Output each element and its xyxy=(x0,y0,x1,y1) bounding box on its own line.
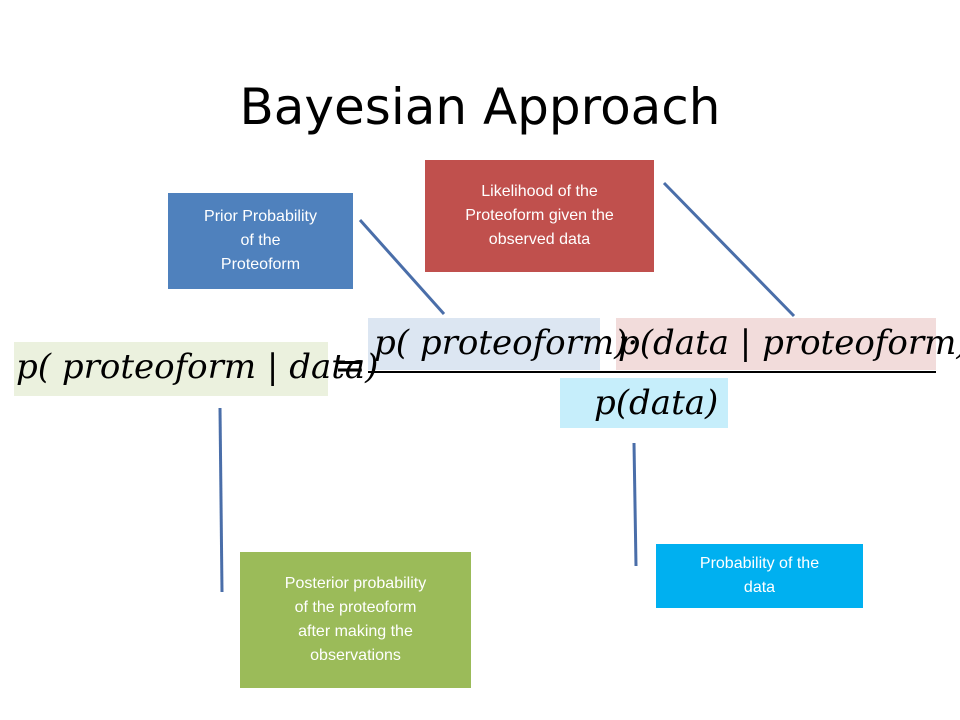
evidence-term-highlight xyxy=(560,378,728,428)
prior-callout-line: of the xyxy=(240,232,281,249)
slide-title: Bayesian Approach xyxy=(239,78,721,136)
equals-sign: = xyxy=(334,343,366,387)
likelihood-callout: Likelihood of the Proteoform given the o… xyxy=(425,160,654,272)
likelihood-term: p(data | proteoform) xyxy=(618,323,960,363)
likelihood-callout-line: observed data xyxy=(488,231,591,248)
posterior-callout-line: after making the xyxy=(298,623,413,640)
likelihood-connector xyxy=(662,181,796,318)
posterior-term-highlight xyxy=(14,342,328,396)
prior-term: p( proteoform)· xyxy=(374,323,639,363)
posterior-callout-line: observations xyxy=(310,647,401,664)
data-probability-callout: Probability of the data xyxy=(656,544,863,608)
prior-callout-line: Prior Probability xyxy=(204,208,317,225)
likelihood-term-highlight xyxy=(616,318,936,370)
posterior-connector xyxy=(218,407,224,593)
prior-connector xyxy=(358,219,446,315)
evidence-callout-line: Probability of the xyxy=(699,555,820,572)
prior-term-highlight xyxy=(368,318,600,370)
prior-probability-callout: Prior Probability of the Proteoform xyxy=(168,193,353,289)
posterior-term: p( proteoform | data) xyxy=(16,347,379,387)
prior-callout-line: Proteoform xyxy=(220,256,301,273)
fraction-bar xyxy=(368,371,936,373)
likelihood-callout-line: Proteoform given the xyxy=(465,207,614,224)
evidence-connector xyxy=(632,442,638,567)
posterior-callout-line: of the proteoform xyxy=(294,599,417,616)
posterior-probability-callout: Posterior probability of the proteoform … xyxy=(240,552,471,688)
evidence-callout-line: data xyxy=(743,579,776,596)
evidence-term: p(data) xyxy=(594,383,719,423)
posterior-callout-line: Posterior probability xyxy=(284,575,427,592)
likelihood-callout-line: Likelihood of the xyxy=(481,183,598,200)
